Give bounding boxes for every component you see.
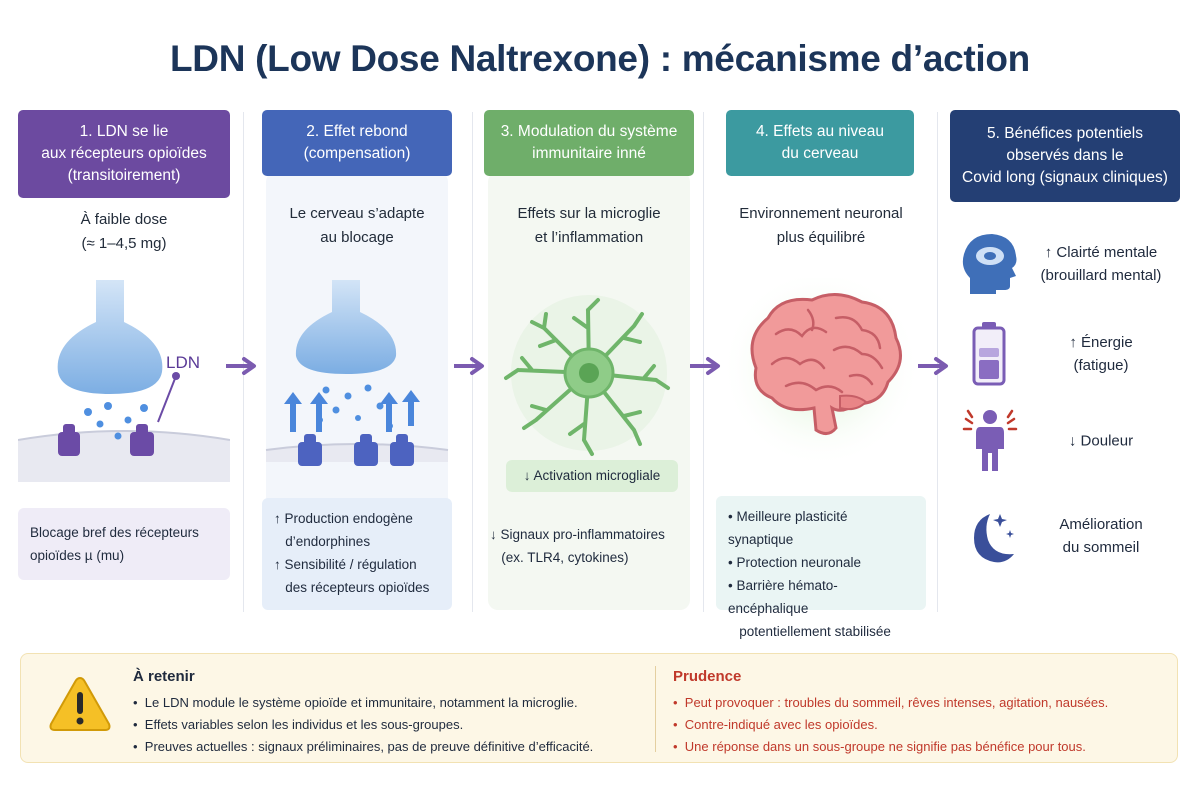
retenir-title: À retenir bbox=[133, 668, 195, 685]
step-1-box: Blocage bref des récepteurs opioïdes µ (… bbox=[18, 508, 230, 580]
column-divider bbox=[243, 112, 244, 612]
page-title: LDN (Low Dose Naltrexone) : mécanisme d’… bbox=[170, 38, 1030, 79]
step-3-header: 3. Modulation du système immunitaire inn… bbox=[484, 110, 694, 176]
head-clarity-icon bbox=[962, 234, 1017, 294]
benefit-text: Amélioration du sommeil bbox=[1059, 516, 1143, 556]
moon-stars-icon bbox=[974, 514, 1014, 563]
step-2-header-text: 2. Effet rebond (compensation) bbox=[303, 123, 411, 162]
retenir-list: • Le LDN module le système opioïde et im… bbox=[133, 692, 593, 758]
step-4-box-line: • Protection neuronale bbox=[728, 555, 862, 570]
ldn-receptor-illustration: LDN bbox=[18, 280, 230, 482]
step-4-box-line: potentiellement stabilisée bbox=[728, 624, 891, 639]
person-pain-icon bbox=[962, 409, 1018, 471]
flow-arrow-icon bbox=[690, 357, 720, 375]
step-2-box-line: ↑ Sensibilité / régulation bbox=[274, 557, 417, 572]
step-2-column: 2. Effet rebond (compensation) Le cervea… bbox=[262, 110, 452, 610]
flow-arrow-icon bbox=[918, 357, 948, 375]
rebound-effect-illustration bbox=[265, 280, 449, 466]
prudence-title: Prudence bbox=[673, 668, 742, 685]
prudence-item: • Une réponse dans un sous-groupe ne sig… bbox=[673, 739, 1086, 754]
receptor-icon bbox=[298, 434, 414, 466]
benefit-text: ↓ Douleur bbox=[1068, 432, 1134, 450]
step-1-column: 1. LDN se lie aux récepteurs opioïdes (t… bbox=[18, 110, 230, 610]
receptor-icon bbox=[58, 424, 154, 456]
step-1-subtitle: À faible dose (≈ 1–4,5 mg) bbox=[80, 211, 168, 252]
column-divider bbox=[472, 112, 473, 612]
flow-arrow-icon bbox=[226, 357, 256, 375]
step-3-column: 3. Modulation du système immunitaire inn… bbox=[484, 110, 694, 610]
step-3-subtitle: Effets sur la microglie et l’inflammatio… bbox=[517, 205, 661, 246]
prudence-list: • Peut provoquer : troubles du sommeil, … bbox=[673, 692, 1108, 758]
synapse-terminal-icon bbox=[57, 280, 163, 394]
retenir-item: • Effets variables selon les individus e… bbox=[133, 717, 464, 732]
step-2-subtitle: Le cerveau s’adapte au blocage bbox=[289, 205, 425, 246]
prudence-item: • Contre-indiqué avec les opioïdes. bbox=[673, 717, 878, 732]
step-1-box-line: opioïdes µ (mu) bbox=[30, 548, 125, 563]
benefit-sleep: Amélioration du sommeil bbox=[960, 500, 1190, 572]
step-5-header: 5. Bénéfices potentiels observés dans le… bbox=[950, 110, 1180, 202]
step-1-header: 1. LDN se lie aux récepteurs opioïdes (t… bbox=[18, 110, 230, 198]
microglial-activation-badge: ↓ Activation microgliale bbox=[506, 460, 678, 492]
step-4-header: 4. Effets au niveau du cerveau bbox=[726, 110, 914, 176]
step-4-box-line: • Meilleure plasticité synaptique bbox=[728, 509, 848, 547]
retenir-item: • Le LDN module le système opioïde et im… bbox=[133, 695, 578, 710]
step-3-header-text: 3. Modulation du système immunitaire inn… bbox=[500, 123, 678, 162]
step-4-box-line: • Barrière hémato-encéphalique bbox=[728, 578, 838, 616]
step-5-header-text: 5. Bénéfices potentiels observés dans le… bbox=[962, 125, 1168, 186]
battery-icon bbox=[972, 322, 1006, 386]
synapse-terminal-icon bbox=[295, 280, 397, 374]
step-2-box: ↑ Production endogène d’endorphines ↑ Se… bbox=[262, 498, 452, 610]
warning-icon bbox=[49, 676, 111, 731]
step-4-subtitle: Environnement neuronal plus équilibré bbox=[739, 205, 903, 246]
benefit-text: ↑ Clairté mentale (brouillard mental) bbox=[1040, 244, 1162, 284]
benefit-mental-clarity: ↑ Clairté mentale (brouillard mental) bbox=[960, 228, 1190, 300]
step-4-header-text: 4. Effets au niveau du cerveau bbox=[755, 123, 885, 162]
step-2-box-line: d’endorphines bbox=[274, 534, 371, 549]
retenir-item: • Preuves actuelles : signaux préliminai… bbox=[133, 739, 594, 754]
flow-arrow-icon bbox=[454, 357, 484, 375]
benefit-energy: ↑ Énergie (fatigue) bbox=[960, 318, 1190, 390]
microglia-icon bbox=[504, 295, 670, 456]
step-4-column: 4. Effets au niveau du cerveau Environne… bbox=[716, 110, 926, 639]
step-4-box: • Meilleure plasticité synaptique • Prot… bbox=[716, 496, 926, 639]
step-2-header: 2. Effet rebond (compensation) bbox=[262, 110, 452, 176]
benefit-text: ↑ Énergie (fatigue) bbox=[1069, 334, 1133, 374]
step-2-box-line: des récepteurs opioïdes bbox=[274, 580, 430, 595]
up-arrow-icon bbox=[284, 390, 420, 432]
ldn-label: LDN bbox=[166, 353, 200, 372]
summary-panel: À retenir • Le LDN module le système opi… bbox=[20, 653, 1178, 763]
step-2-box-line: ↑ Production endogène bbox=[274, 511, 413, 526]
brain-icon bbox=[721, 278, 921, 468]
step-3-box-line: (ex. TLR4, cytokines) bbox=[490, 550, 629, 565]
step-3-box: ↓ Signaux pro-inflammatoires (ex. TLR4, … bbox=[484, 514, 694, 578]
column-divider bbox=[703, 112, 704, 612]
benefit-pain: ↓ Douleur bbox=[960, 405, 1190, 477]
step-1-header-text: 1. LDN se lie aux récepteurs opioïdes (t… bbox=[41, 123, 207, 184]
prudence-item: • Peut provoquer : troubles du sommeil, … bbox=[673, 695, 1109, 710]
panel-divider bbox=[655, 666, 656, 752]
step-1-box-line: Blocage bref des récepteurs bbox=[30, 525, 199, 540]
step-3-box-line: ↓ Signaux pro-inflammatoires bbox=[490, 527, 665, 542]
step-5-column: 5. Bénéfices potentiels observés dans le… bbox=[950, 110, 1180, 610]
